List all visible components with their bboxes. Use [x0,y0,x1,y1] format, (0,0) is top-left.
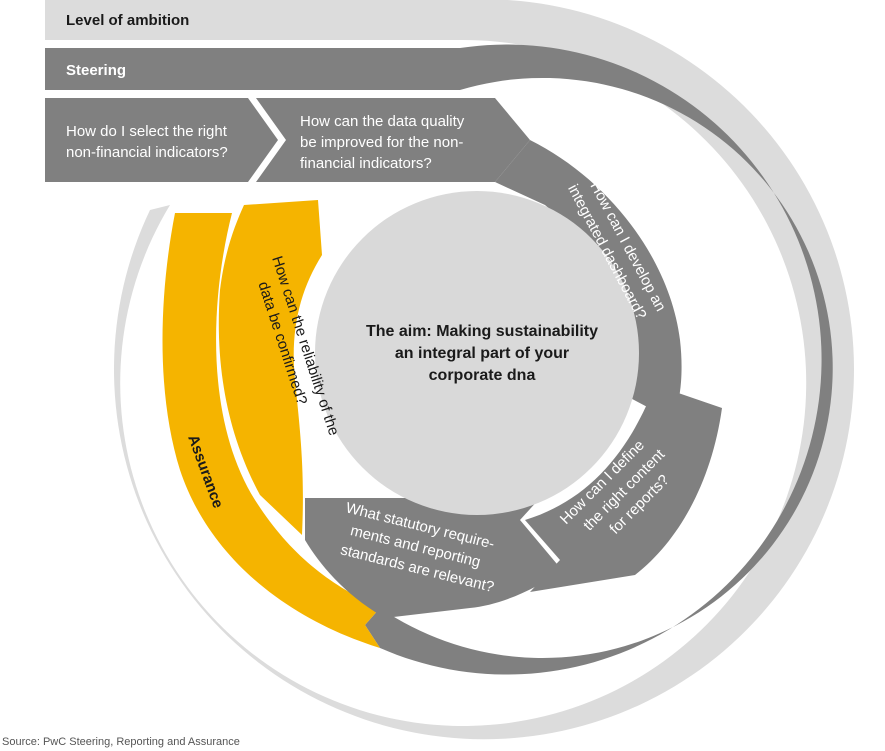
arrow-data-quality [256,98,530,182]
center-circle [315,191,639,515]
arrow-indicators [45,98,278,182]
label-ambition: Level of ambition [66,12,189,29]
question-data-quality-line1: How can the data quality [300,113,465,130]
aim-line3: corporate dna [429,367,536,384]
question-indicators-line2: non-financial indicators? [66,144,228,161]
aim-line1: The aim: Making sustainability [366,323,598,340]
question-data-quality-line2: be improved for the non- [300,134,463,151]
arrow-reports [525,385,722,592]
reliability-arrow [218,200,322,535]
label-reporting: Reporting [575,586,647,628]
assurance-band [162,213,380,648]
arrow-statutory [305,498,562,618]
source-note: Source: PwC Steering, Reporting and Assu… [2,736,240,748]
question-indicators-line1: How do I select the right [66,123,228,140]
aim-line2: an integral part of your [395,345,569,362]
label-steering: Steering [66,62,126,79]
question-data-quality-line3: financial indicators? [300,155,432,172]
